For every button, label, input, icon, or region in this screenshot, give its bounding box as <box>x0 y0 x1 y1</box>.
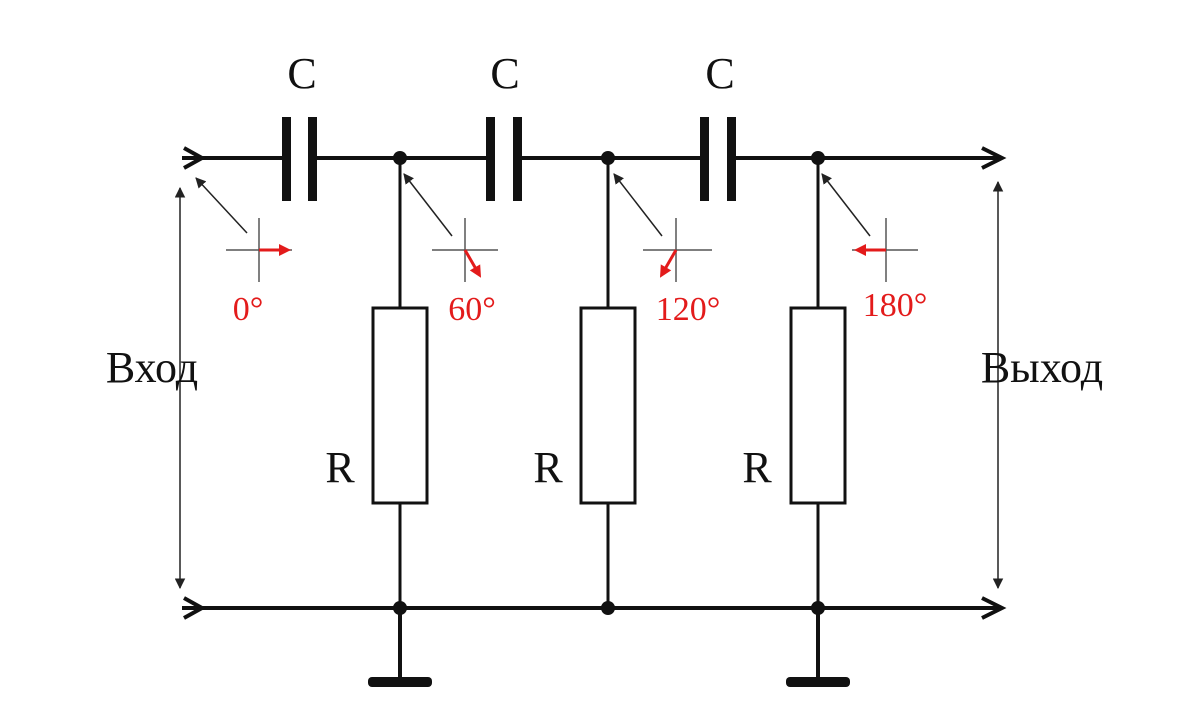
resistor-label-1: R <box>325 443 355 492</box>
phasor-head <box>469 264 481 278</box>
phase-indicator-2: 60° <box>403 173 498 328</box>
capacitor-label-2: C <box>490 49 519 98</box>
output-label: Выход <box>981 343 1103 392</box>
input-bottom-terminal <box>183 596 207 620</box>
input-top-terminal <box>183 146 207 170</box>
phase-indicator-1: 0° <box>195 177 292 328</box>
resistor-branch-1 <box>371 158 429 608</box>
phasor-arrow-3 <box>660 249 678 278</box>
capacitor-3 <box>700 117 736 201</box>
phase-label-1: 0° <box>233 291 264 328</box>
resistor-1 <box>371 306 429 505</box>
input-label: Вход <box>106 343 198 392</box>
resistor-label-3: R <box>742 443 772 492</box>
phase-indicator-4: 180° <box>821 173 928 324</box>
resistor-branch-3 <box>789 158 847 608</box>
phasor-head <box>279 244 291 256</box>
capacitor-label-3: C <box>705 49 734 98</box>
resistor-3 <box>789 306 847 505</box>
output-top-arrow <box>981 146 1007 170</box>
resistor-branch-2 <box>579 158 637 608</box>
ground-1 <box>368 608 432 687</box>
phase-label-2: 60° <box>448 291 496 328</box>
phase-label-4: 180° <box>863 287 928 324</box>
phasor-arrow-4 <box>854 244 886 256</box>
phasor-head <box>660 264 672 278</box>
capacitor-1 <box>282 117 317 201</box>
phasor-head <box>854 244 866 256</box>
output-bottom-arrow <box>981 596 1007 620</box>
ground-2 <box>786 608 850 687</box>
phasor-arrow-1 <box>259 244 291 256</box>
phase-label-3: 120° <box>656 291 721 328</box>
capacitor-label-1: C <box>287 49 316 98</box>
resistor-2 <box>579 306 637 505</box>
phase-indicator-3: 120° <box>613 173 721 328</box>
capacitor-2 <box>486 117 522 201</box>
phasor-arrow-2 <box>463 249 481 278</box>
resistor-label-2: R <box>533 443 563 492</box>
